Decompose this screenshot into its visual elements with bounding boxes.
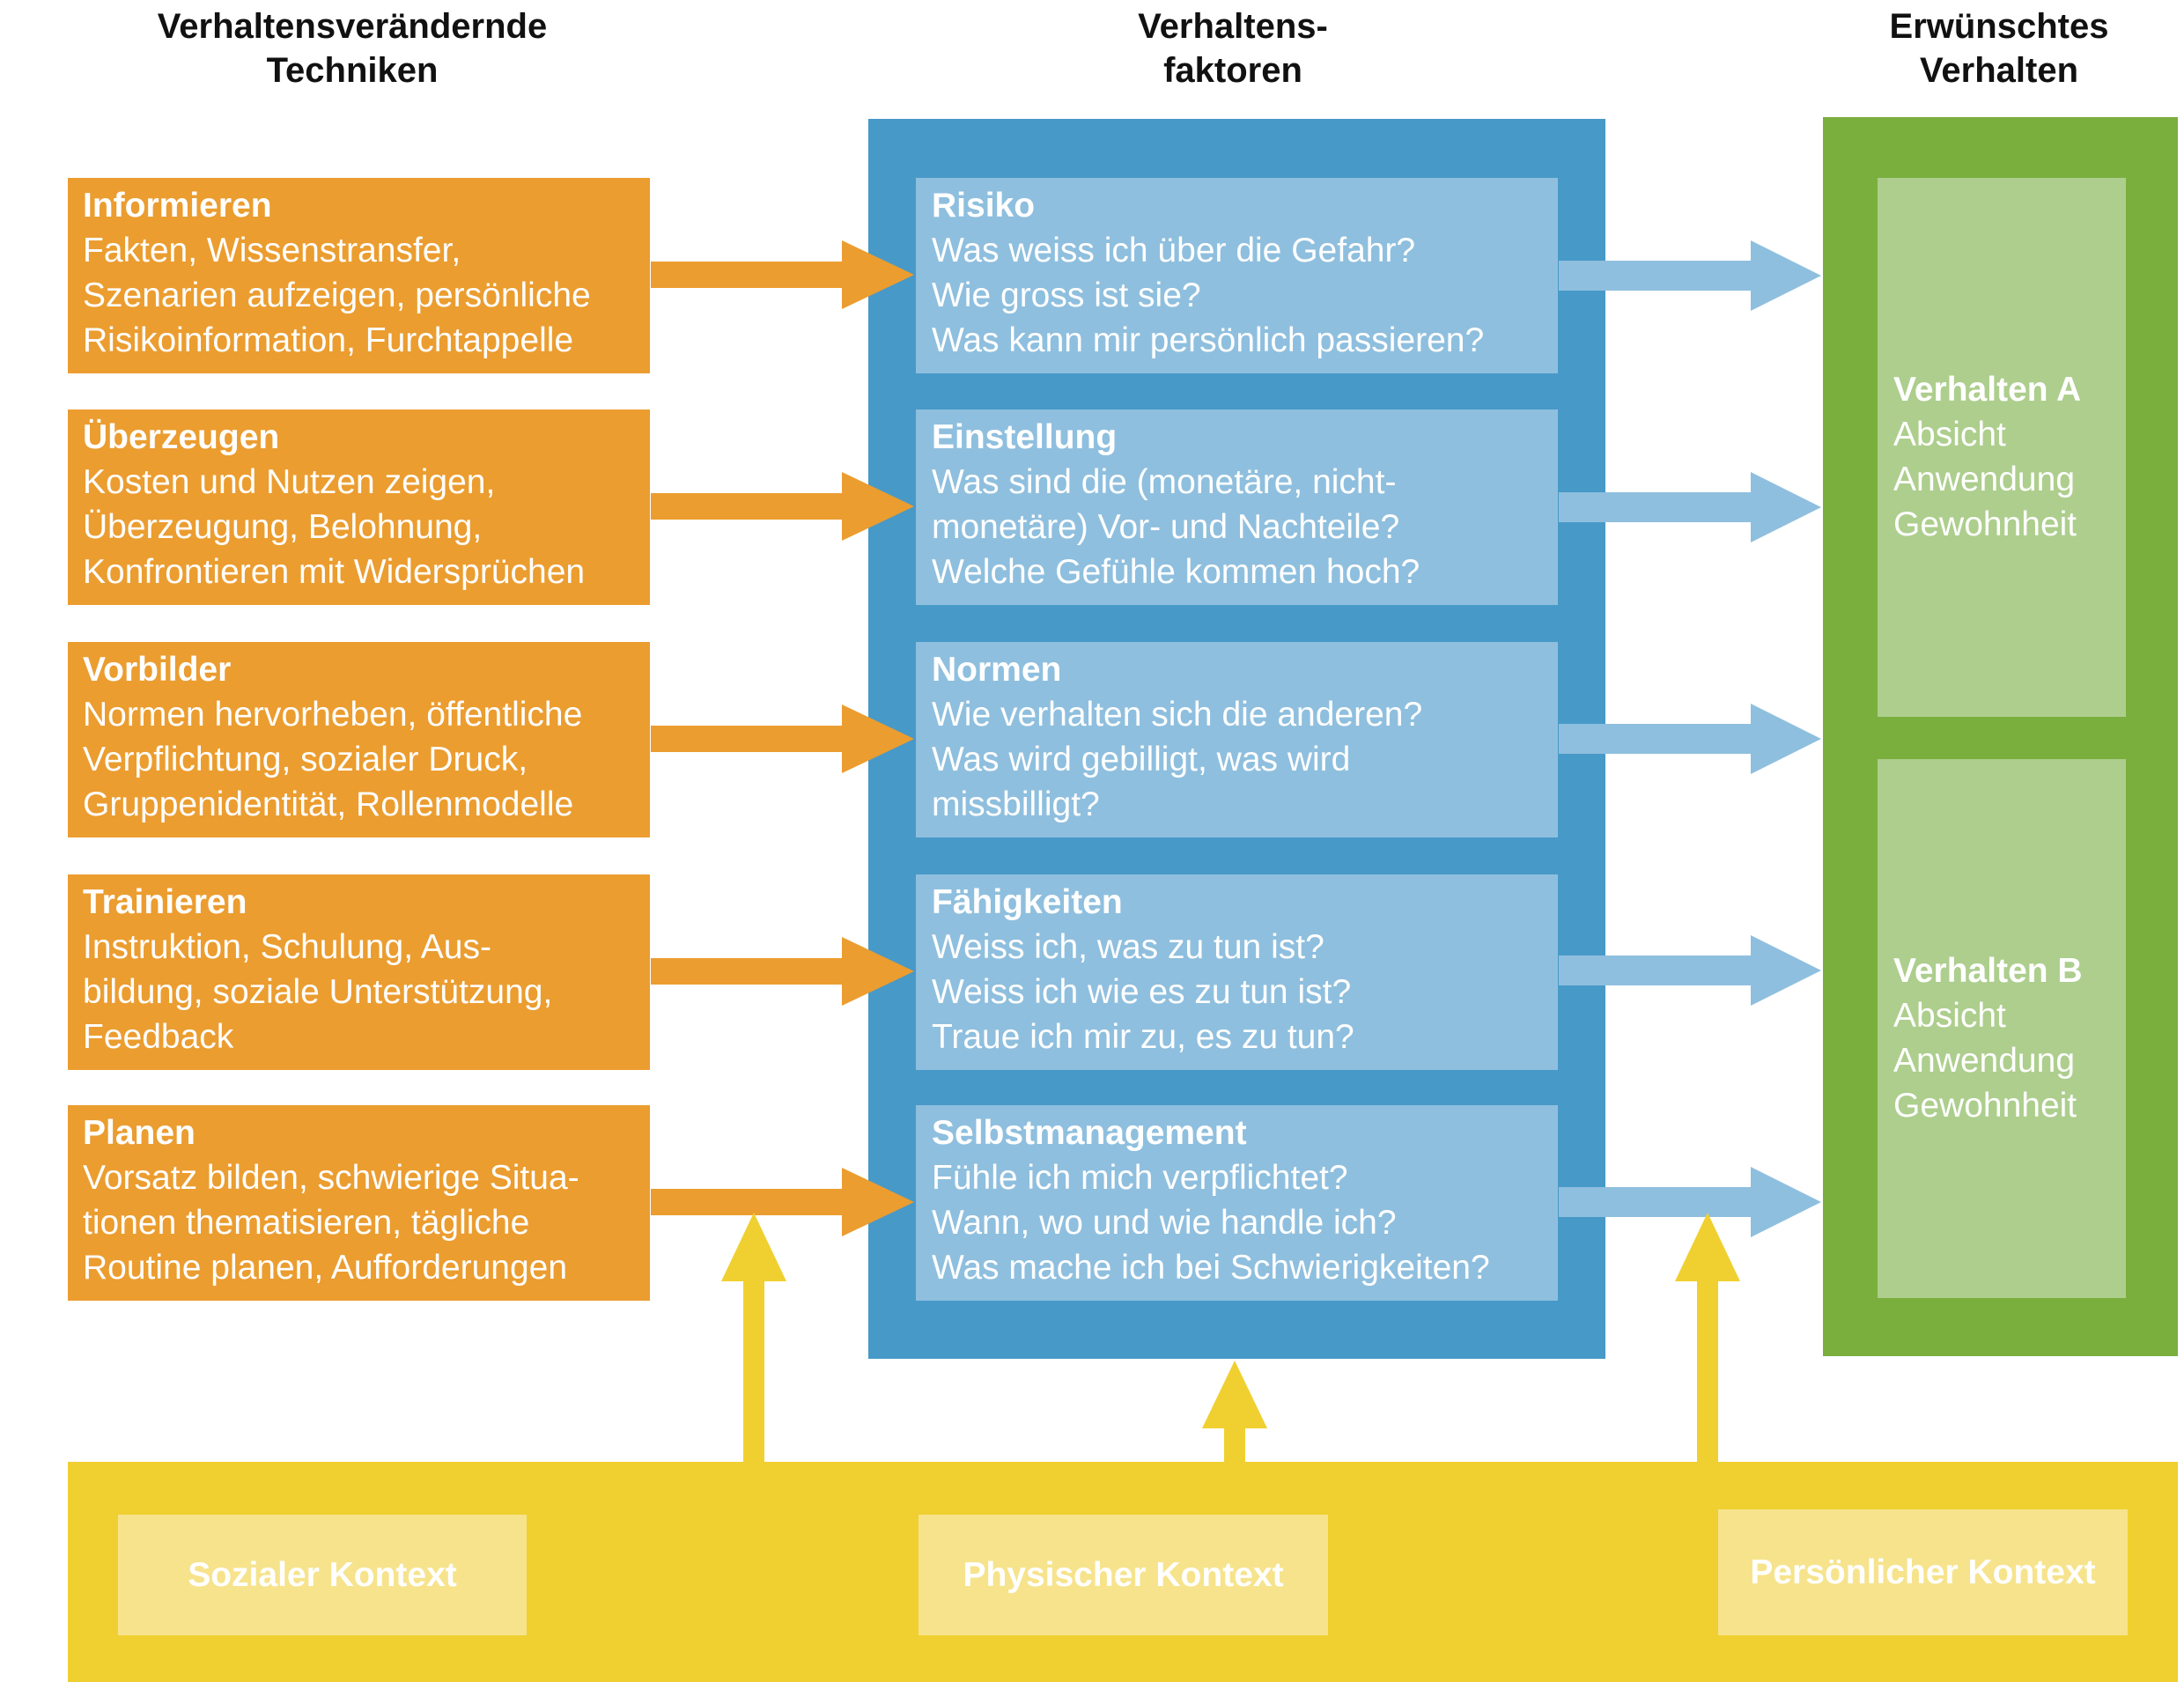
- technique-title: Überzeugen: [83, 418, 280, 456]
- arrow-physischer-kontext-up-icon: [1202, 1361, 1267, 1466]
- technique-title: Trainieren: [83, 883, 247, 921]
- factor-questions: Was weiss ich über die Gefahr? Wie gross…: [932, 232, 1485, 359]
- factor-to-behavior-arrows: [1559, 240, 1821, 1237]
- technique-ueberzeugen: Überzeugen Kosten und Nutzen zeigen, Übe…: [68, 409, 650, 605]
- behavior-stages: Absicht Anwendung Gewohnheit: [1893, 997, 2077, 1125]
- technique-description: Fakten, Wissenstransfer, Szenarien aufze…: [83, 232, 591, 359]
- behavior-title: Verhalten B: [1893, 952, 2083, 990]
- technique-to-factor-arrows: [651, 240, 914, 1236]
- arrow-faehigkeiten-to-behavior-icon: [1559, 935, 1821, 1006]
- arrow-risiko-to-behavior-icon: [1559, 240, 1821, 311]
- factor-title: Risiko: [932, 187, 1036, 225]
- factor-questions: Wie verhalten sich die anderen? Was wird…: [932, 696, 1423, 823]
- factor-questions: Fühle ich mich verpflichtet? Wann, wo un…: [932, 1159, 1490, 1287]
- behavior-stages: Absicht Anwendung Gewohnheit: [1893, 416, 2077, 543]
- factor-normen: Normen Wie verhalten sich die anderen? W…: [916, 642, 1558, 837]
- technique-planen: Planen Vorsatz bilden, schwierige Situa-…: [68, 1105, 650, 1301]
- arrow-einstellung-to-behavior-icon: [1559, 472, 1821, 542]
- technique-title: Planen: [83, 1114, 196, 1152]
- technique-trainieren: Trainieren Instruktion, Schulung, Aus- b…: [68, 874, 650, 1070]
- factor-einstellung: Einstellung Was sind die (monetäre, nich…: [916, 409, 1558, 605]
- technique-description: Normen hervorheben, öffentliche Verpflic…: [83, 696, 583, 823]
- factor-questions: Was sind die (monetäre, nicht- monetäre)…: [932, 463, 1420, 591]
- arrow-vorbilder-to-normen-icon: [651, 705, 914, 773]
- technique-title: Vorbilder: [83, 651, 232, 689]
- technique-vorbilder: Vorbilder Normen hervorheben, öffentlich…: [68, 642, 650, 837]
- arrow-sozialer-kontext-up-icon: [721, 1213, 786, 1466]
- factor-title: Fähigkeiten: [932, 883, 1123, 921]
- context-physisch: Physischer Kontext: [919, 1515, 1328, 1635]
- arrow-selbstmanagement-to-behavior-icon: [1559, 1167, 1821, 1237]
- context-sozial: Sozialer Kontext: [118, 1515, 527, 1635]
- header-techniques: Verhaltensverändernde Techniken: [157, 7, 548, 90]
- technique-description: Vorsatz bilden, schwierige Situa- tionen…: [83, 1159, 579, 1287]
- factor-faehigkeiten: Fähigkeiten Weiss ich, was zu tun ist? W…: [916, 874, 1558, 1070]
- factor-title: Normen: [932, 651, 1062, 689]
- header-factors: Verhaltens- faktoren: [1138, 7, 1328, 90]
- arrow-informieren-to-risiko-icon: [651, 240, 914, 309]
- arrow-ueberzeugen-to-einstellung-icon: [651, 472, 914, 541]
- technique-description: Instruktion, Schulung, Aus- bildung, soz…: [83, 928, 553, 1056]
- context-arrows: [721, 1213, 1740, 1466]
- factor-questions: Weiss ich, was zu tun ist? Weiss ich wie…: [932, 928, 1354, 1056]
- arrow-trainieren-to-faehigkeiten-icon: [651, 937, 914, 1006]
- arrow-planen-to-selbstmanagement-icon: [651, 1168, 914, 1236]
- technique-description: Kosten und Nutzen zeigen, Überzeugung, B…: [83, 463, 586, 591]
- arrow-persoenlicher-kontext-up-icon: [1675, 1213, 1740, 1466]
- behavior-b: Verhalten B Absicht Anwendung Gewohnheit: [1878, 759, 2126, 1298]
- technique-title: Informieren: [83, 187, 272, 225]
- technique-informieren: Informieren Fakten, Wissenstransfer, Sze…: [68, 178, 650, 373]
- factor-risiko: Risiko Was weiss ich über die Gefahr? Wi…: [916, 178, 1558, 373]
- factor-selbstmanagement: Selbstmanagement Fühle ich mich verpflic…: [916, 1105, 1558, 1301]
- factor-title: Selbstmanagement: [932, 1114, 1247, 1152]
- context-persoenlich: Persönlicher Kontext: [1718, 1509, 2128, 1635]
- factor-title: Einstellung: [932, 418, 1118, 456]
- behavior-title: Verhalten A: [1893, 371, 2082, 409]
- arrow-normen-to-behavior-icon: [1559, 704, 1821, 774]
- behavior-a: Verhalten A Absicht Anwendung Gewohnheit: [1878, 178, 2126, 717]
- header-desired-behavior: Erwünschtes Verhalten: [1889, 7, 2109, 90]
